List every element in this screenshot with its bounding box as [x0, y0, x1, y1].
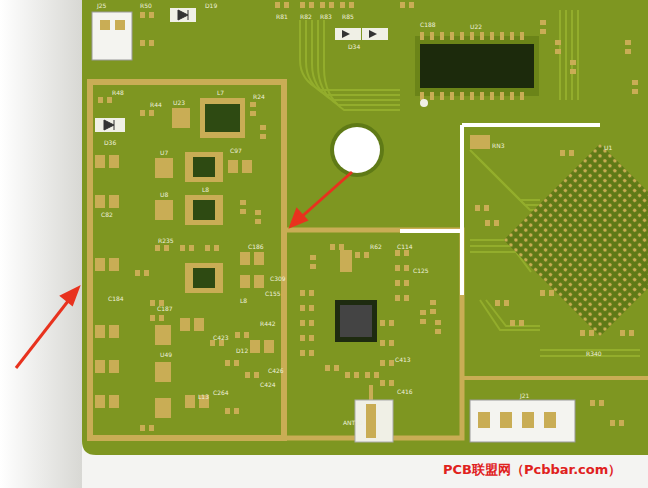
silkscreen-label: R44	[150, 102, 162, 108]
silkscreen-label: C97	[230, 148, 242, 154]
silkscreen-label: C187	[157, 306, 173, 312]
silkscreen-label: C309	[270, 276, 286, 282]
silkscreen-label: D36	[104, 140, 116, 146]
silkscreen-label: C264	[213, 390, 229, 396]
silkscreen-label: C155	[265, 291, 281, 297]
silkscreen-label: L8	[240, 298, 247, 304]
silkscreen-label: R62	[370, 244, 382, 250]
silkscreen-label: R82	[300, 14, 312, 20]
silkscreen-label: R48	[112, 90, 124, 96]
silkscreen-label: R340	[586, 351, 602, 357]
silkscreen-label: U23	[173, 100, 185, 106]
silkscreen-label: U8	[160, 192, 168, 198]
silkscreen-label: U7	[160, 150, 168, 156]
silkscreen-label: C188	[420, 22, 436, 28]
silkscreen-label: C426	[268, 368, 284, 374]
silkscreen-label: C416	[397, 389, 413, 395]
silkscreen-label: R85	[342, 14, 354, 20]
silkscreen-label: C114	[397, 244, 413, 250]
silkscreen-label: RN3	[492, 143, 504, 149]
silkscreen-label: R81	[276, 14, 288, 20]
silkscreen-label: U49	[160, 352, 172, 358]
silkscreen-label: J21	[520, 393, 529, 399]
silkscreen-label: J25	[97, 3, 106, 9]
silkscreen-label: L13	[198, 394, 209, 400]
silkscreen-label: C423	[213, 335, 229, 341]
silkscreen-label: C125	[413, 268, 429, 274]
silkscreen-label: U22	[470, 24, 482, 30]
silkscreen-label: R83	[320, 14, 332, 20]
silkscreen-label: D19	[205, 3, 217, 9]
silkscreen-label: C186	[248, 244, 264, 250]
silkscreen-label: U1	[604, 145, 612, 151]
silkscreen-label: C184	[108, 296, 124, 302]
silkscreen-label: D12	[236, 348, 248, 354]
silkscreen-label: C424	[260, 382, 276, 388]
watermark: PCB联盟网（Pcbbar.com）	[443, 463, 621, 476]
silkscreen-label: D34	[348, 44, 360, 50]
silkscreen-label: L8	[202, 187, 209, 193]
silkscreen-label: R442	[260, 321, 276, 327]
silkscreen-label: R24	[253, 94, 265, 100]
silkscreen-label: R235	[158, 238, 174, 244]
silkscreen-label: C82	[101, 212, 113, 218]
silkscreen-label: ANT10	[343, 420, 363, 426]
silkscreen-label: L7	[217, 90, 224, 96]
silkscreen-label: R50	[140, 3, 152, 9]
silkscreen-label: C413	[395, 357, 411, 363]
